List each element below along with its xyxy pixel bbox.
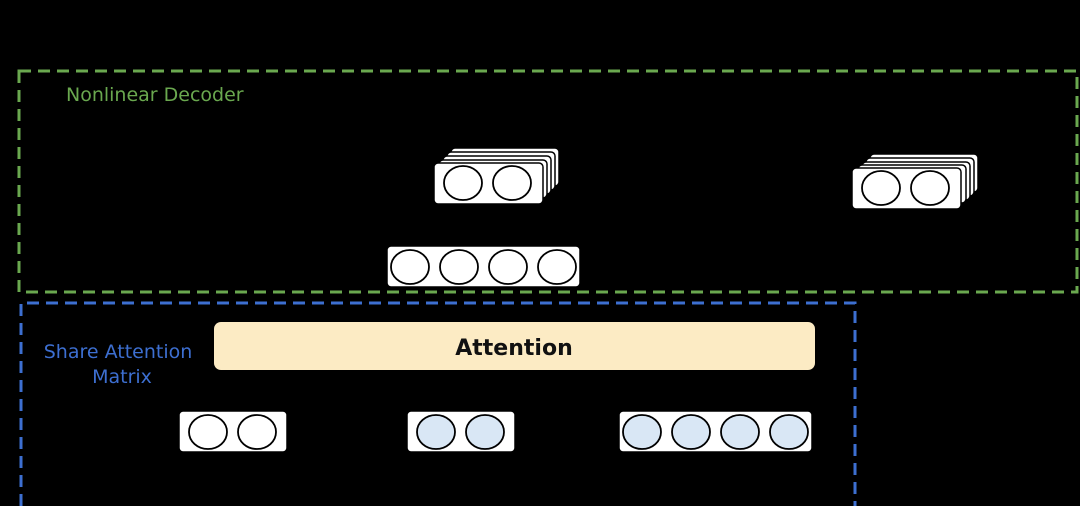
- share-attention-region: Share Attention Matrix Attention: [19, 301, 857, 506]
- vector-cell: [439, 249, 479, 285]
- decoder-input-vector: [386, 245, 581, 288]
- shared-dashed-border: [19, 301, 857, 506]
- vector-cell: [390, 249, 430, 285]
- vector-cell: [465, 414, 505, 450]
- attention-block: Attention: [214, 322, 815, 370]
- vector-cell: [769, 414, 809, 450]
- vector-cell: [671, 414, 711, 450]
- vector-cell: [622, 414, 662, 450]
- vector-cell: [188, 414, 228, 450]
- decoder-output-vector-left: [433, 162, 544, 205]
- decoder-output-stack-left: [433, 147, 560, 205]
- decoder-output-vector-right: [851, 167, 962, 210]
- vector-cell: [720, 414, 760, 450]
- input-vector-c: [618, 410, 813, 453]
- attention-label: Attention: [455, 336, 572, 361]
- vector-cell: [861, 170, 901, 206]
- vector-cell: [910, 170, 950, 206]
- vector-cell: [443, 165, 483, 201]
- vector-cell: [537, 249, 577, 285]
- input-vector-b: [406, 410, 516, 453]
- vector-cell: [237, 414, 277, 450]
- vector-cell: [416, 414, 456, 450]
- input-vector-a: [178, 410, 288, 453]
- decoder-output-stack-right: [851, 153, 979, 210]
- vector-cell: [492, 165, 532, 201]
- shared-label-line1: Share Attention: [44, 341, 193, 363]
- nonlinear-decoder-region: Nonlinear Decoder: [17, 69, 1079, 294]
- vector-cell: [488, 249, 528, 285]
- shared-label-line2: Matrix: [92, 366, 152, 388]
- decoder-dashed-border: [17, 69, 1079, 294]
- decoder-label: Nonlinear Decoder: [66, 84, 244, 106]
